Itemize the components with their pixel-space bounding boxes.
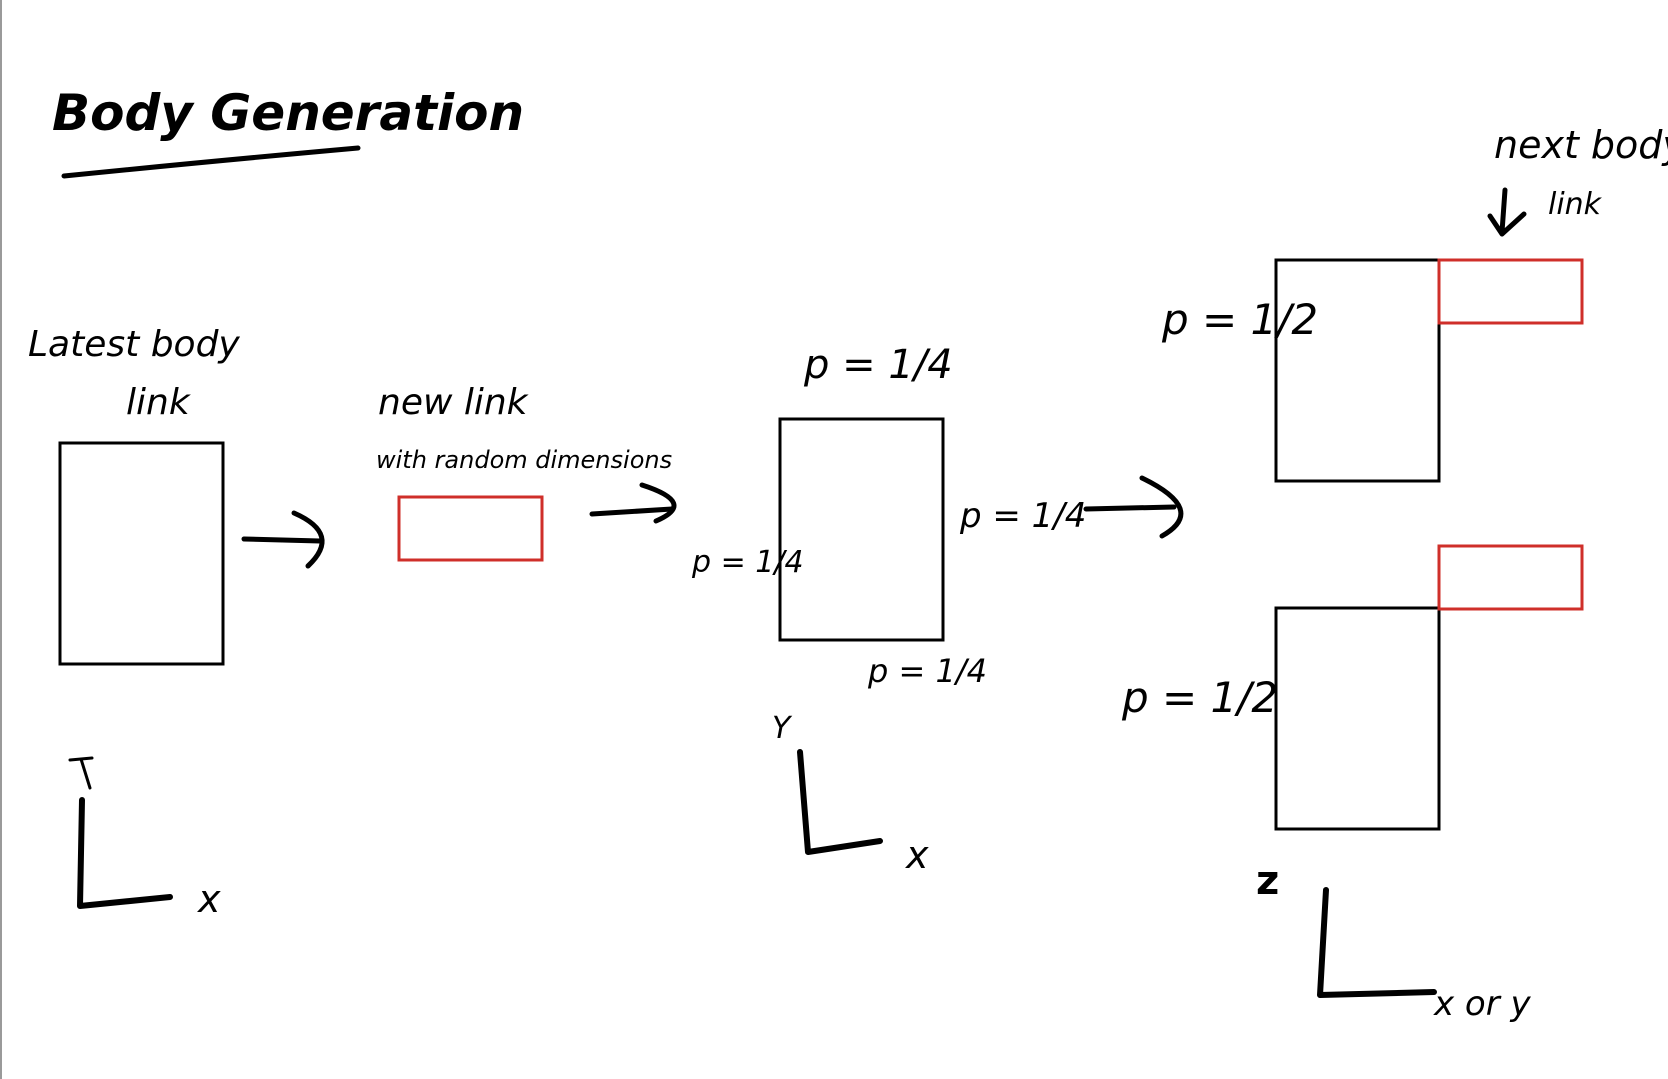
arrow-2-shaft	[589, 506, 675, 517]
upper-new-link-box	[1437, 258, 1584, 325]
latest-body-link-box	[58, 441, 225, 666]
lower-new-link-box	[1437, 544, 1584, 611]
next-body-down-arrow	[1487, 187, 1527, 237]
title-underline	[61, 145, 361, 179]
arrow-3-shaft	[1083, 504, 1177, 512]
arrow-2-head	[639, 482, 677, 524]
next-body-label-line1: next body	[1494, 123, 1668, 167]
step3-axis-y-label: Y	[772, 711, 793, 746]
step1-axis-y-mark	[68, 756, 94, 790]
new-link-label-line2: with random dimensions	[376, 446, 672, 474]
p-lower-label: p = 1/2	[1121, 673, 1278, 722]
step4-axis-xy-label: x or y	[1433, 984, 1532, 1024]
p-left-label: p = 1/4	[691, 545, 804, 580]
p-upper-label: p = 1/2	[1161, 295, 1318, 344]
placement-body-box	[778, 417, 945, 642]
lower-body-box	[1274, 606, 1441, 831]
step3-axes	[797, 749, 883, 855]
new-link-label-line1: new link	[378, 382, 530, 423]
latest-body-label-line2: link	[126, 382, 192, 423]
new-link-box	[397, 495, 544, 562]
arrow-3-head	[1139, 475, 1184, 539]
p-bottom-label: p = 1/4	[867, 652, 987, 690]
step4-axes	[1317, 887, 1437, 998]
latest-body-label-line1: Latest body	[28, 324, 240, 365]
arrow-1-shaft	[241, 536, 323, 544]
step3-axis-x-label: x	[905, 833, 929, 877]
next-body-label-line2: link	[1548, 187, 1603, 222]
p-top-label: p = 1/4	[803, 342, 953, 388]
arrow-1-head	[291, 510, 325, 569]
p-right-label: p = 1/4	[959, 496, 1086, 536]
diagram-title: Body Generation	[52, 84, 524, 142]
upper-body-box	[1274, 258, 1441, 483]
step1-axis-x-label: x	[197, 877, 221, 921]
step4-axis-z-label: z	[1256, 858, 1279, 904]
step1-axes	[77, 797, 173, 909]
